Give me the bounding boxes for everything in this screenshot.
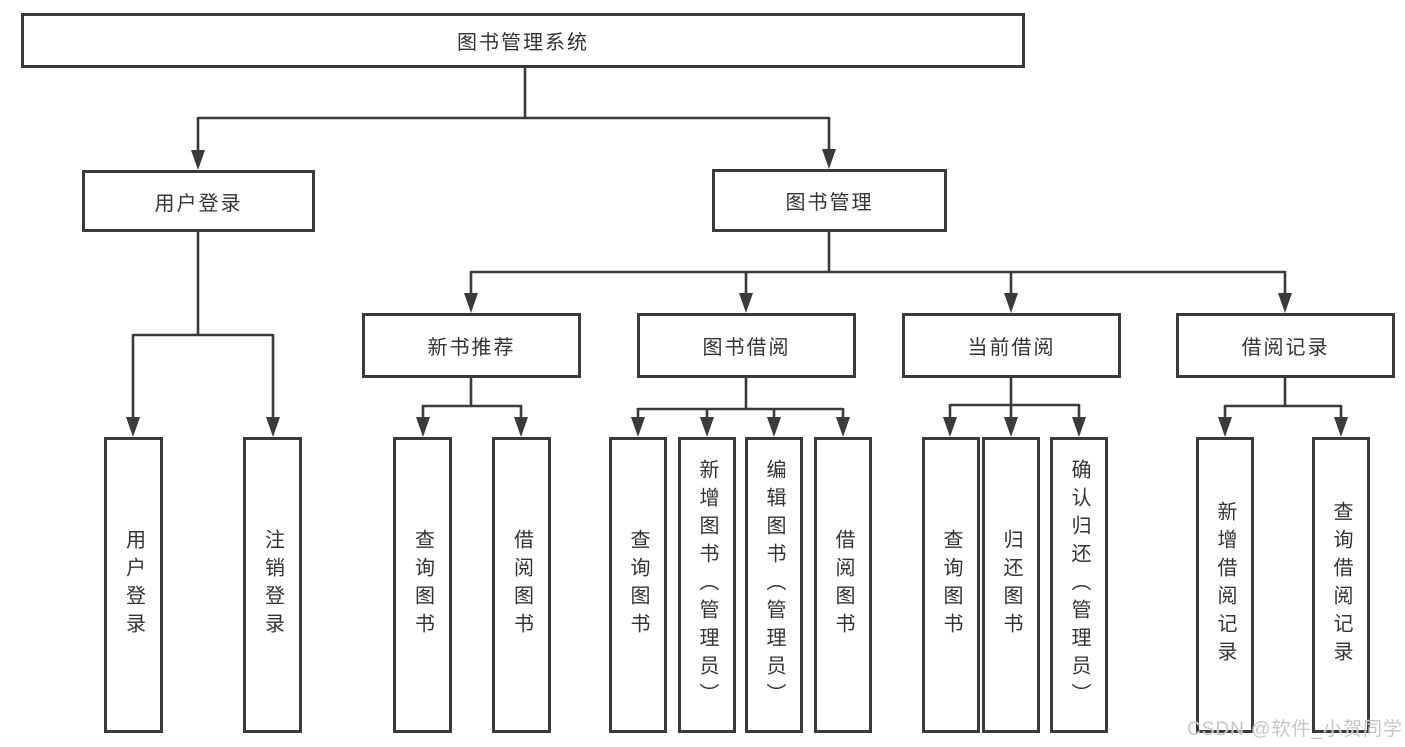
- node-library-management-system: 图书管理系统: [21, 13, 1025, 68]
- leaf-borrowing-add-books-admin: 新增图书（管理员）: [678, 437, 736, 733]
- leaf-label: 查询图书: [411, 529, 434, 641]
- leaf-label: 借阅图书: [832, 529, 854, 641]
- leaf-label: 注销登录: [261, 529, 284, 641]
- leaf-current-query-books: 查询图书: [922, 437, 980, 733]
- leaf-borrowing-edit-books-admin: 编辑图书（管理员）: [745, 437, 803, 733]
- leaf-newbook-borrow-books: 借阅图书: [492, 437, 551, 733]
- node-label: 图书借阅: [702, 337, 791, 359]
- node-label: 图书管理: [785, 192, 874, 214]
- leaf-records-add-record: 新增借阅记录: [1196, 437, 1254, 733]
- leaf-logout: 注销登录: [243, 437, 302, 733]
- leaf-current-return-books: 归还图书: [982, 437, 1040, 733]
- leaf-records-query-record: 查询借阅记录: [1312, 437, 1370, 733]
- leaf-label: 新增借阅记录: [1214, 501, 1236, 669]
- leaf-newbook-query-books: 查询图书: [393, 437, 452, 733]
- node-new-book-recommend: 新书推荐: [362, 313, 581, 378]
- leaf-current-confirm-return-admin: 确认归还（管理员）: [1050, 437, 1108, 733]
- leaf-user-login: 用户登录: [104, 437, 163, 733]
- leaf-borrowing-query-books: 查询图书: [609, 437, 667, 733]
- node-current-borrowing: 当前借阅: [902, 313, 1121, 378]
- node-label: 当前借阅: [967, 337, 1056, 359]
- leaf-label: 查询图书: [940, 529, 962, 641]
- node-label: 借阅记录: [1241, 337, 1330, 359]
- leaf-label: 用户登录: [122, 529, 145, 641]
- csdn-watermark: CSDN @软件_小贺同学: [1187, 719, 1403, 740]
- node-label: 图书管理系统: [457, 32, 589, 54]
- leaf-label: 新增图书（管理员）: [696, 459, 718, 711]
- node-book-management: 图书管理: [712, 169, 947, 232]
- node-book-borrowing: 图书借阅: [637, 313, 856, 378]
- node-user-login: 用户登录: [82, 170, 315, 232]
- leaf-label: 确认归还（管理员）: [1068, 459, 1090, 711]
- leaf-label: 查询图书: [627, 529, 649, 641]
- node-borrowing-records: 借阅记录: [1176, 313, 1395, 378]
- leaf-label: 查询借阅记录: [1330, 501, 1352, 669]
- leaf-label: 归还图书: [1000, 529, 1022, 641]
- arrowheads: [126, 149, 1348, 437]
- node-label: 用户登录: [154, 192, 243, 215]
- leaf-label: 编辑图书（管理员）: [763, 459, 785, 711]
- node-label: 新书推荐: [427, 337, 516, 359]
- leaf-borrowing-borrow-books: 借阅图书: [814, 437, 872, 733]
- leaf-label: 借阅图书: [510, 529, 533, 641]
